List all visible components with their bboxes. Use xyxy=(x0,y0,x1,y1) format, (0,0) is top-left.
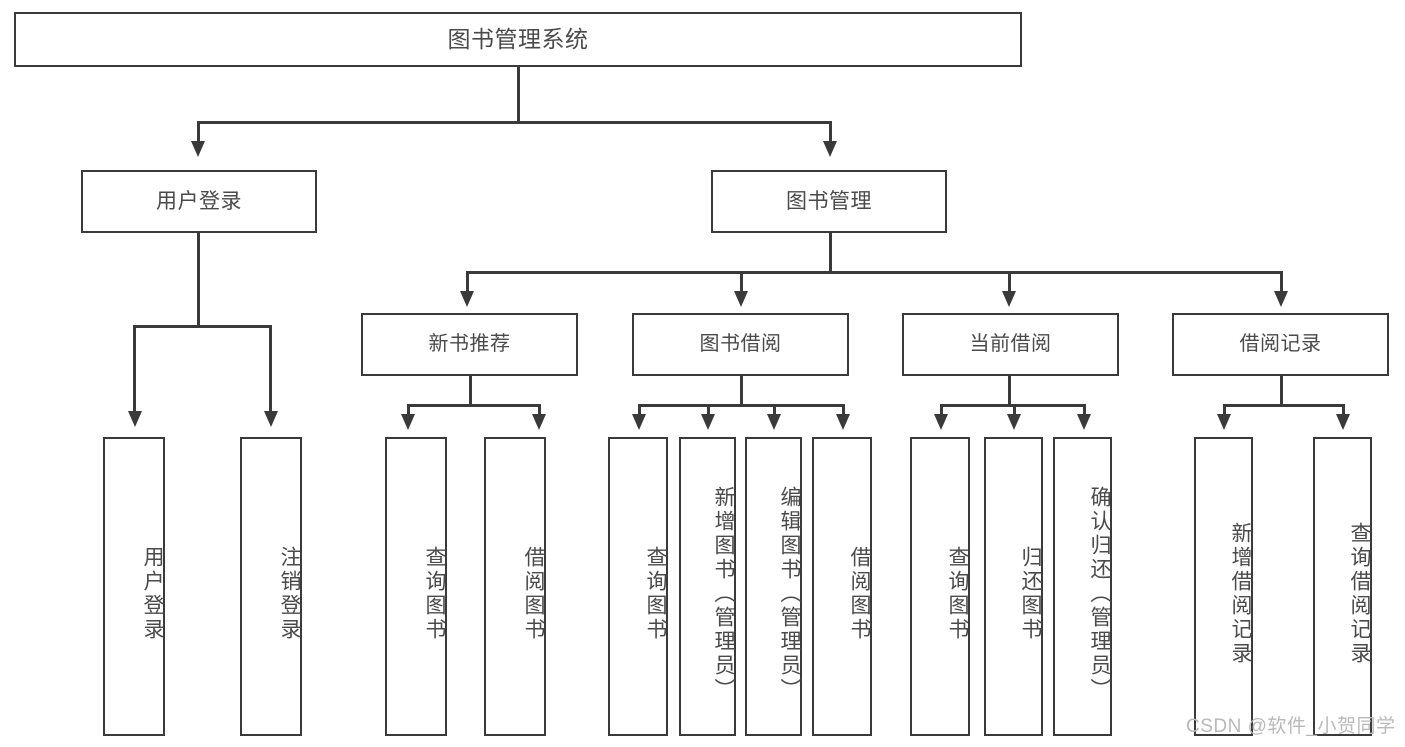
node-book-management[interactable]: 图书管理 xyxy=(711,170,947,233)
connector-current-borrow-bus xyxy=(940,404,1083,407)
node-user-login[interactable]: 用户登录 xyxy=(81,170,317,233)
leaf-borrow-record-query-record[interactable]: 查询借阅记录 xyxy=(1313,437,1372,736)
csdn-watermark: CSDN @软件_小贺同学 xyxy=(1186,716,1396,737)
leaf-book-borrow-borrow-book[interactable]: 借阅图书 xyxy=(812,437,872,736)
leaf-user-login-login[interactable]: 用户登录 xyxy=(103,437,165,736)
connector-new-book-to-leaf-1 xyxy=(407,404,410,416)
connector-borrow-record-to-leaf-1 xyxy=(1223,404,1226,416)
node-label: 查询图书 xyxy=(644,545,667,642)
arrow-current-borrow-to-leaf-2 xyxy=(1007,414,1021,430)
node-label: 注销登录 xyxy=(278,545,301,642)
connector-book-borrow-to-leaf-2 xyxy=(707,404,710,416)
connector-user-login-to-leaf-1 xyxy=(133,325,136,413)
node-label: 借阅图书 xyxy=(848,545,871,642)
leaf-book-borrow-query-book[interactable]: 查询图书 xyxy=(608,437,668,736)
connector-bm-to-book-borrow xyxy=(740,271,743,293)
connector-book-borrow-to-leaf-1 xyxy=(638,404,641,416)
connector-bm-to-new-book xyxy=(466,271,469,293)
arrow-user-login-to-leaf-1 xyxy=(128,411,142,427)
leaf-current-borrow-confirm-return-admin[interactable]: 确认归还（管理员） xyxy=(1053,437,1112,736)
arrow-borrow-record-to-leaf-1 xyxy=(1217,414,1231,430)
arrow-current-borrow-to-leaf-3 xyxy=(1077,414,1091,430)
connector-root-bus xyxy=(197,121,831,124)
arrow-current-borrow-to-leaf-1 xyxy=(934,414,948,430)
node-borrow-record[interactable]: 借阅记录 xyxy=(1172,313,1389,376)
node-label: 图书管理 xyxy=(786,189,872,213)
arrow-book-borrow-to-leaf-3 xyxy=(767,414,781,430)
leaf-book-borrow-edit-book-admin[interactable]: 编辑图书（管理员） xyxy=(745,437,802,736)
arrow-book-borrow-to-leaf-1 xyxy=(632,414,646,430)
arrow-new-book-to-leaf-2 xyxy=(532,414,546,430)
connector-new-book-bus xyxy=(407,404,538,407)
node-book-borrow[interactable]: 图书借阅 xyxy=(632,313,849,376)
node-label: 查询图书 xyxy=(946,545,969,642)
connector-current-borrow-stem xyxy=(1008,376,1011,406)
connector-current-borrow-to-leaf-3 xyxy=(1083,404,1086,416)
arrow-new-book-to-leaf-1 xyxy=(401,414,415,430)
leaf-current-borrow-query-book[interactable]: 查询图书 xyxy=(910,437,970,736)
connector-user-login-bus xyxy=(133,325,269,328)
node-label: 新增图书（管理员） xyxy=(712,485,735,702)
connector-root-to-user-login xyxy=(197,121,200,143)
node-current-borrow[interactable]: 当前借阅 xyxy=(902,313,1119,376)
connector-current-borrow-to-leaf-2 xyxy=(1013,404,1016,416)
node-root-book-management-system[interactable]: 图书管理系统 xyxy=(14,12,1022,67)
node-label: 当前借阅 xyxy=(969,333,1052,356)
arrow-bm-to-new-book xyxy=(460,291,474,307)
arrow-book-borrow-to-leaf-4 xyxy=(836,414,850,430)
connector-user-login-stem xyxy=(197,233,200,327)
node-label: 借阅图书 xyxy=(522,545,545,642)
leaf-borrow-record-add-record[interactable]: 新增借阅记录 xyxy=(1194,437,1253,736)
connector-root-stem xyxy=(517,67,520,123)
connector-book-borrow-stem xyxy=(740,376,743,406)
connector-bm-to-borrow-record xyxy=(1280,271,1283,293)
node-label: 编辑图书（管理员） xyxy=(778,485,801,702)
node-label: 图书借阅 xyxy=(699,333,782,356)
leaf-new-book-borrow-book[interactable]: 借阅图书 xyxy=(484,437,546,736)
node-label: 查询图书 xyxy=(423,545,446,642)
arrow-bm-to-borrow-record xyxy=(1274,291,1288,307)
connector-book-borrow-to-leaf-4 xyxy=(842,404,845,416)
connector-book-borrow-bus xyxy=(638,404,842,407)
connector-root-to-book-management xyxy=(829,121,832,143)
node-label: 用户登录 xyxy=(141,545,164,642)
leaf-book-borrow-add-book-admin[interactable]: 新增图书（管理员） xyxy=(679,437,736,736)
node-label: 图书管理系统 xyxy=(447,25,589,52)
leaf-new-book-query-book[interactable]: 查询图书 xyxy=(385,437,447,736)
arrow-borrow-record-to-leaf-2 xyxy=(1336,414,1350,430)
node-label: 借阅记录 xyxy=(1239,333,1322,356)
arrow-user-login-to-leaf-2 xyxy=(264,411,278,427)
leaf-current-borrow-return-book[interactable]: 归还图书 xyxy=(984,437,1043,736)
arrow-bm-to-current-borrow xyxy=(1002,291,1016,307)
connector-borrow-record-stem xyxy=(1280,376,1283,406)
connector-new-book-stem xyxy=(469,376,472,406)
arrow-book-borrow-to-leaf-2 xyxy=(701,414,715,430)
arrow-bm-to-book-borrow xyxy=(734,291,748,307)
node-label: 新增借阅记录 xyxy=(1229,521,1252,666)
node-label: 归还图书 xyxy=(1019,545,1042,642)
connector-new-book-to-leaf-2 xyxy=(538,404,541,416)
node-label: 确认归还（管理员） xyxy=(1088,485,1111,702)
connector-bm-to-current-borrow xyxy=(1008,271,1011,293)
connector-borrow-record-bus xyxy=(1223,404,1342,407)
connector-book-management-stem xyxy=(829,233,832,273)
node-new-book-recommend[interactable]: 新书推荐 xyxy=(361,313,578,376)
connector-user-login-to-leaf-2 xyxy=(269,325,272,413)
connector-book-borrow-to-leaf-3 xyxy=(773,404,776,416)
arrow-root-to-book-management xyxy=(823,141,837,157)
arrow-root-to-user-login xyxy=(191,141,205,157)
connector-borrow-record-to-leaf-2 xyxy=(1342,404,1345,416)
node-label: 查询借阅记录 xyxy=(1348,521,1371,666)
node-label: 新书推荐 xyxy=(428,333,511,356)
node-label: 用户登录 xyxy=(156,189,242,213)
connector-book-management-bus xyxy=(466,271,1282,274)
connector-current-borrow-to-leaf-1 xyxy=(940,404,943,416)
leaf-user-login-logout[interactable]: 注销登录 xyxy=(240,437,302,736)
